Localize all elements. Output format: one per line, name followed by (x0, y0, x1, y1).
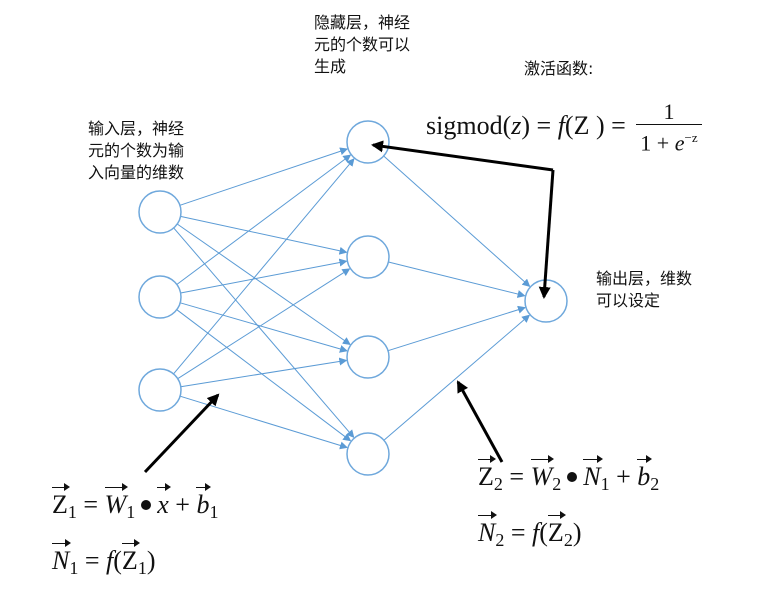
connection-hidden-1-to-output-1 (383, 155, 531, 287)
neurons-layer (138, 120, 568, 476)
connection-input-1-to-hidden-4 (173, 227, 355, 439)
annotation-arrow-output-connections (456, 380, 504, 463)
hidden-neuron-4 (346, 432, 390, 476)
connection-hidden-4-to-output-1 (383, 314, 531, 441)
input-layer-label: 输入层，神经 元的个数为输 入向量的维数 (88, 119, 185, 182)
output-layer-label: 输出层，维数 可以设定 (596, 269, 693, 310)
hidden-neuron-1 (346, 120, 390, 164)
connection-input-3-to-hidden-4 (179, 395, 348, 450)
annotation-arrow-input-connections (143, 393, 220, 474)
input-neuron-2 (138, 275, 182, 319)
connection-input-1-to-hidden-2 (180, 215, 348, 255)
connection-hidden-3-to-output-1 (387, 305, 526, 352)
connection-hidden-2-to-output-1 (388, 261, 526, 298)
connections-layer (173, 147, 531, 450)
connection-input-2-to-hidden-4 (176, 309, 352, 442)
sigmoid-fraction: 1 1 + e−z (636, 100, 702, 156)
input-neuron-1 (138, 190, 182, 234)
input-neuron-3 (138, 368, 182, 412)
hidden-layer-label: 隐藏层，神经 元的个数可以 生成 (314, 13, 411, 76)
connection-input-3-to-hidden-2 (177, 268, 351, 380)
n2-formula: N2 = f(Z2) (478, 511, 582, 550)
hidden-neuron-2 (346, 235, 390, 279)
annotation-arrow-activation (371, 140, 554, 172)
connection-input-1-to-hidden-3 (176, 223, 351, 345)
sigmoid-formula: sigmod(z) = f(Z ) = 1 1 + e−z (426, 100, 702, 156)
connection-input-3-to-hidden-1 (173, 158, 355, 375)
connection-input-1-to-hidden-1 (179, 147, 349, 206)
activation-function-title: 激活函数: (524, 59, 594, 78)
connection-input-2-to-hidden-3 (180, 302, 348, 353)
n1-formula: N1 = f(Z1) (52, 539, 156, 578)
connection-input-2-to-hidden-1 (176, 154, 352, 285)
hidden-neuron-3 (346, 335, 390, 379)
connection-input-2-to-hidden-2 (180, 258, 348, 294)
annotation-arrow-activation-output (538, 169, 555, 299)
connection-input-3-to-hidden-3 (180, 357, 348, 388)
